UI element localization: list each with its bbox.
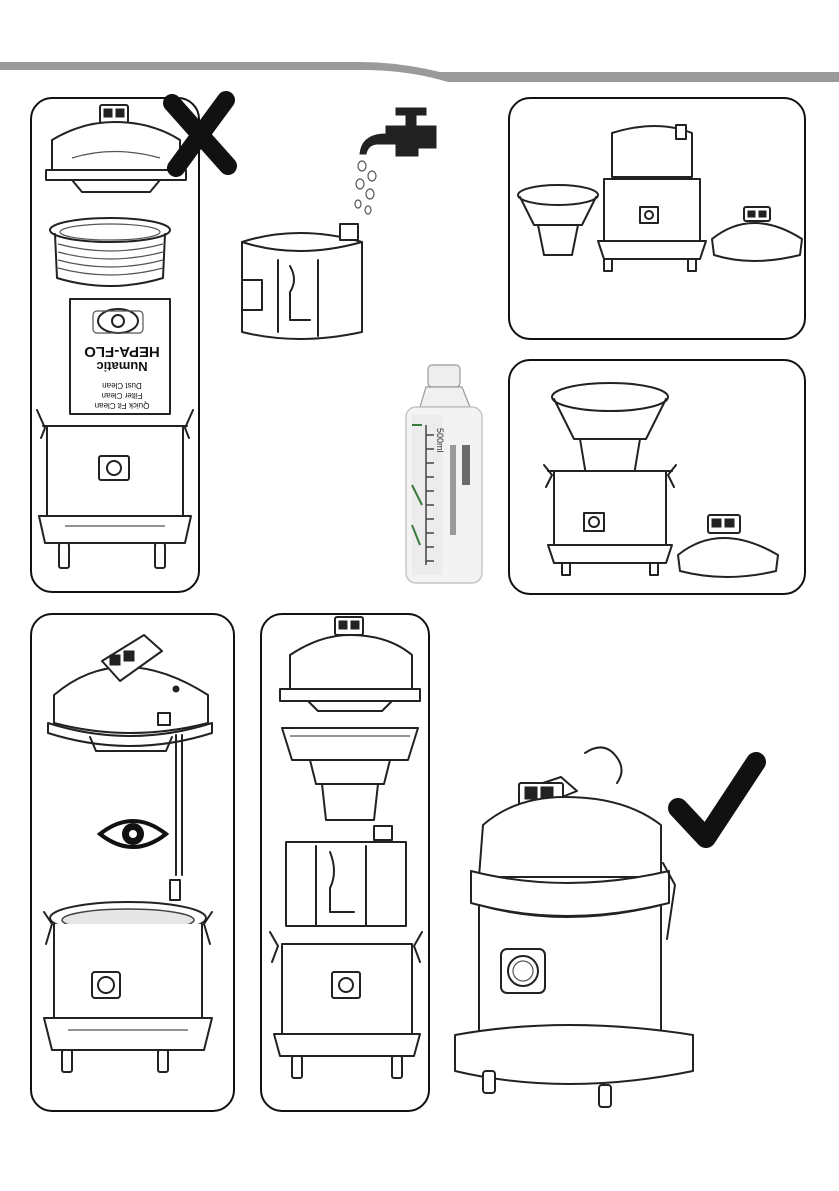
inner-container-illustration	[228, 220, 378, 350]
bag-brand-line2: HEPA-FLO	[72, 343, 172, 359]
cross-mark	[160, 88, 240, 178]
open-container-illustration	[38, 880, 228, 1080]
stacked-funnel-illustration	[270, 720, 430, 830]
detergent-bottle-illustration	[398, 365, 488, 585]
stacked-head-illustration	[270, 615, 430, 715]
bag-line2: Filter Clean	[72, 390, 172, 400]
bag-brand-line1: Numatic	[72, 359, 172, 374]
assembled-vacuum-illustration	[455, 745, 705, 1125]
bottle-capacity-label: 500ml	[435, 428, 445, 453]
header-band	[0, 0, 839, 90]
stacked-container-illustration	[264, 926, 434, 1086]
eye-icon	[98, 814, 168, 854]
funnel-assembly-illustration	[520, 375, 810, 585]
container-base-illustration	[35, 408, 195, 573]
disassembled-parts-illustration	[512, 115, 802, 275]
filter-basket-illustration	[45, 216, 185, 296]
filter-bag-text: Quick Fit Clean Filter Clean Dust Clean …	[72, 330, 172, 410]
bag-line3: Dust Clean	[72, 380, 172, 390]
stacked-inner-illustration	[276, 822, 426, 932]
